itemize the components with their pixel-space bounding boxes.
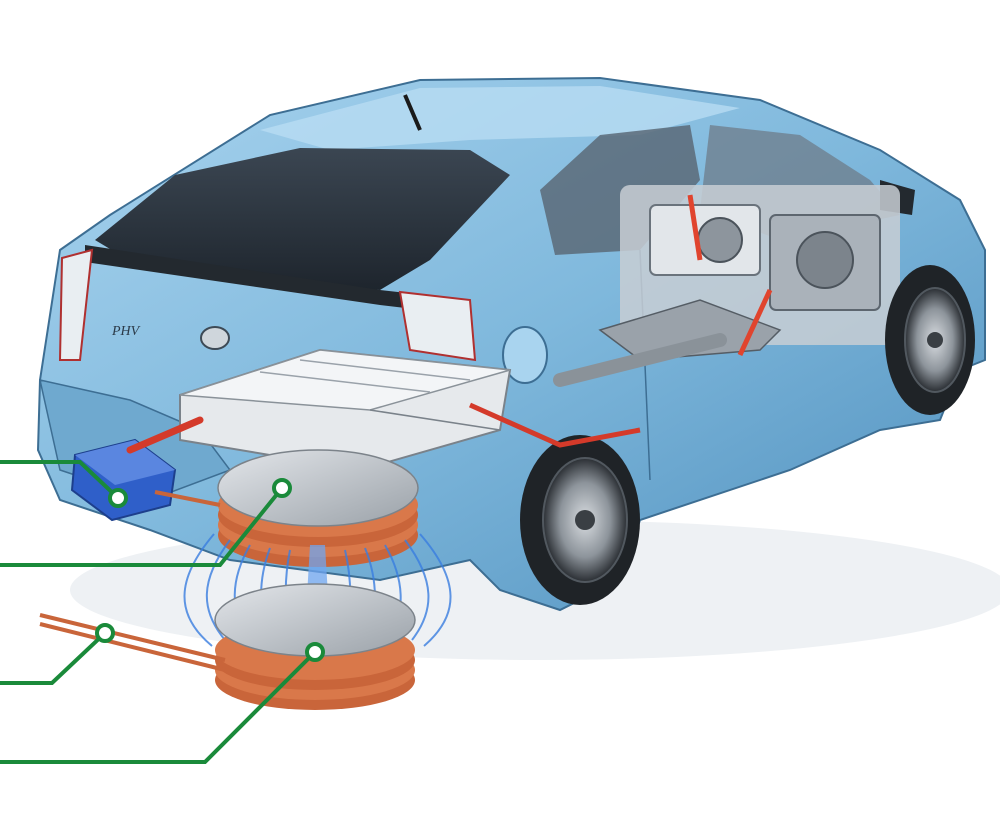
power-receiver-unit-icon — [70, 438, 177, 522]
coil-lead-upper — [154, 490, 221, 507]
callout-marker-vehicle-coil — [272, 478, 292, 498]
brand-emblem — [200, 326, 230, 350]
callout-lines — [0, 460, 317, 764]
callout-marker-receiver-box — [108, 488, 128, 508]
rear-badge: PHV — [111, 324, 141, 339]
hv-cable-2 — [468, 402, 641, 448]
callout-marker-ground-coil — [305, 642, 325, 662]
primary-coil-icon — [214, 583, 416, 710]
front-wheel — [885, 265, 975, 415]
tail-light-left — [58, 248, 94, 361]
callout-line-vehicle-coil — [0, 486, 284, 567]
charge-port-door — [502, 326, 548, 384]
callout-marker-supply-cable — [95, 623, 115, 643]
antenna — [403, 94, 422, 131]
rear-spoiler — [85, 245, 470, 315]
callout-line-ground-coil — [0, 650, 317, 764]
battery-pack — [179, 348, 512, 472]
power-cable-icon — [39, 613, 226, 672]
tail-light-right — [398, 290, 477, 362]
engine-cutaway — [553, 185, 900, 387]
rear-wheel — [520, 435, 640, 605]
callout-line-supply-cable — [0, 631, 107, 685]
rear-window — [95, 148, 510, 290]
hv-cable — [126, 416, 204, 454]
callout-line-receiver-box — [0, 460, 120, 500]
callout-markers — [95, 478, 325, 662]
